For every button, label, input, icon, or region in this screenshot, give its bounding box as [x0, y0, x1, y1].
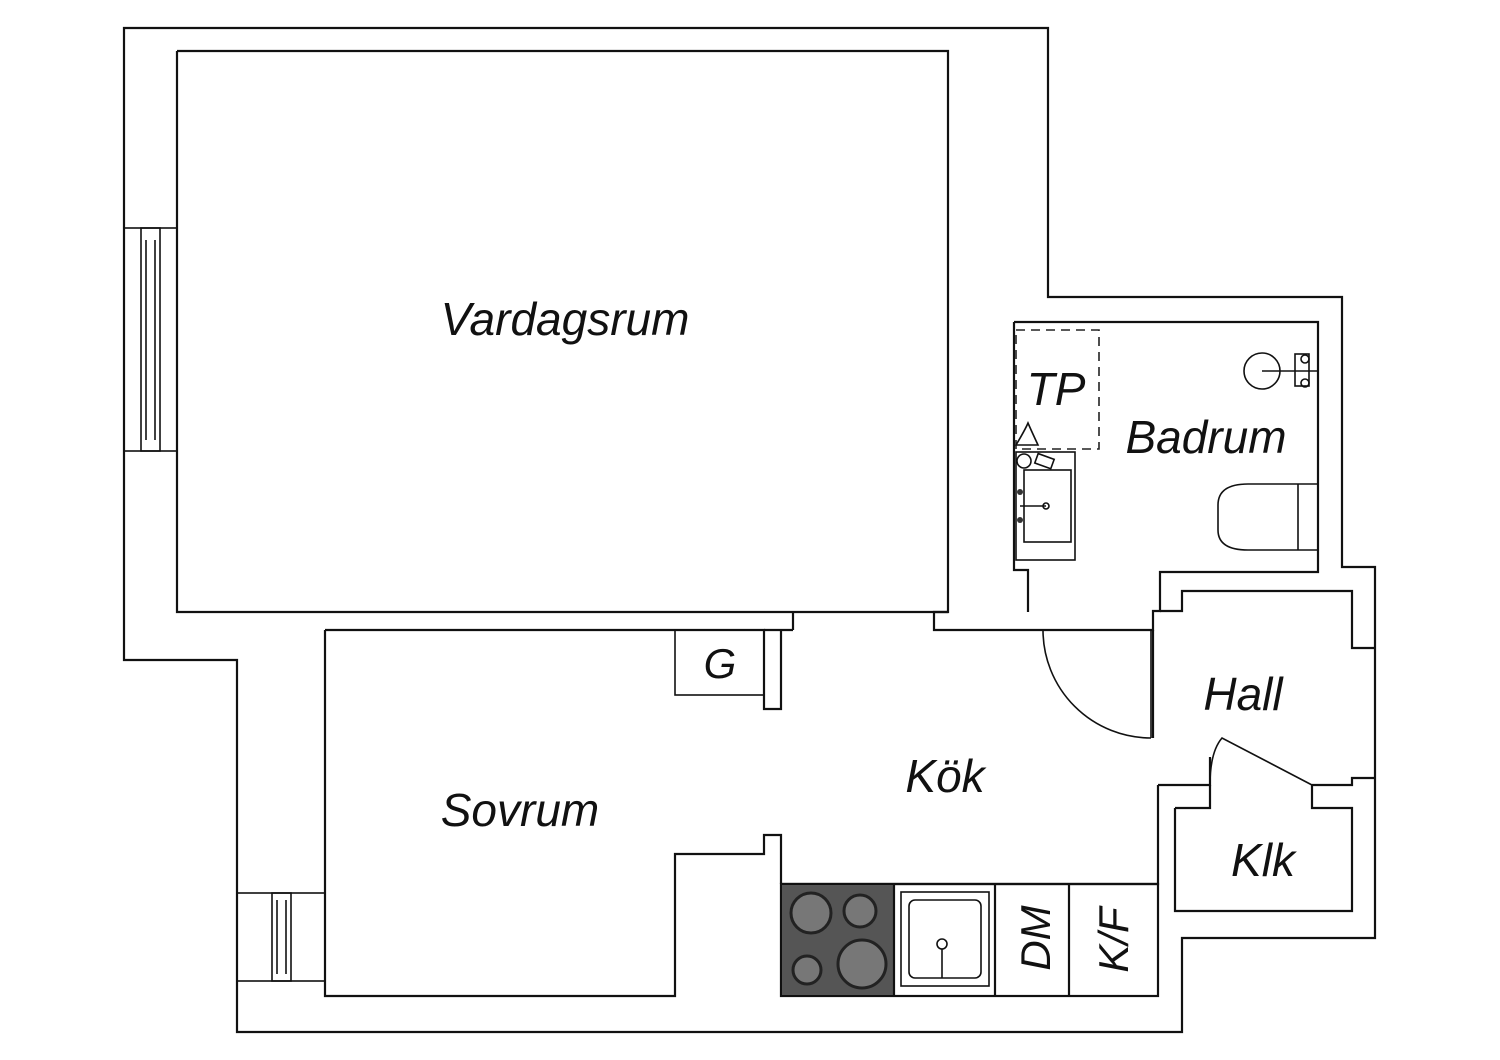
room-label-badrum: Badrum: [1125, 411, 1286, 463]
label-g: G: [704, 640, 737, 687]
room-label-klk: Klk: [1231, 834, 1297, 886]
washbasin: [1015, 451, 1076, 561]
room-label-vardagsrum: Vardagsrum: [441, 293, 690, 345]
sovrum-wall-west: [323, 630, 783, 998]
badrum-door: [1042, 629, 1152, 739]
shower-area: [1015, 329, 1100, 450]
sovrum-wall: [325, 628, 783, 711]
label-tp: TP: [1027, 363, 1086, 415]
klk-closet: [1173, 785, 1354, 913]
shower-head-icon: [1014, 420, 1056, 470]
burner-icon: [842, 893, 878, 929]
burner-icon: [791, 954, 823, 986]
burner-icon: [789, 891, 833, 935]
badrum-wall: [1012, 320, 1320, 632]
room-label-hall: Hall: [1203, 668, 1284, 720]
klk-door: [1209, 736, 1313, 786]
room-label-kok: Kök: [905, 750, 986, 802]
kitchen-sink: [900, 891, 990, 987]
g-closet: [674, 629, 765, 696]
partition-stub: [764, 612, 795, 632]
burner-icon: [836, 938, 888, 990]
hall-wall: [1151, 589, 1375, 738]
window-vardagsrum: [123, 227, 178, 452]
outer-wall: [122, 26, 1377, 1034]
label-kf: K/F: [1090, 905, 1137, 973]
window-sovrum: [236, 892, 326, 982]
kitchen-counter: [779, 882, 1160, 998]
tap-icon: [1243, 352, 1318, 390]
toilet: [1217, 483, 1318, 551]
room-label-sovrum: Sovrum: [441, 784, 599, 836]
label-dm: DM: [1012, 905, 1059, 970]
